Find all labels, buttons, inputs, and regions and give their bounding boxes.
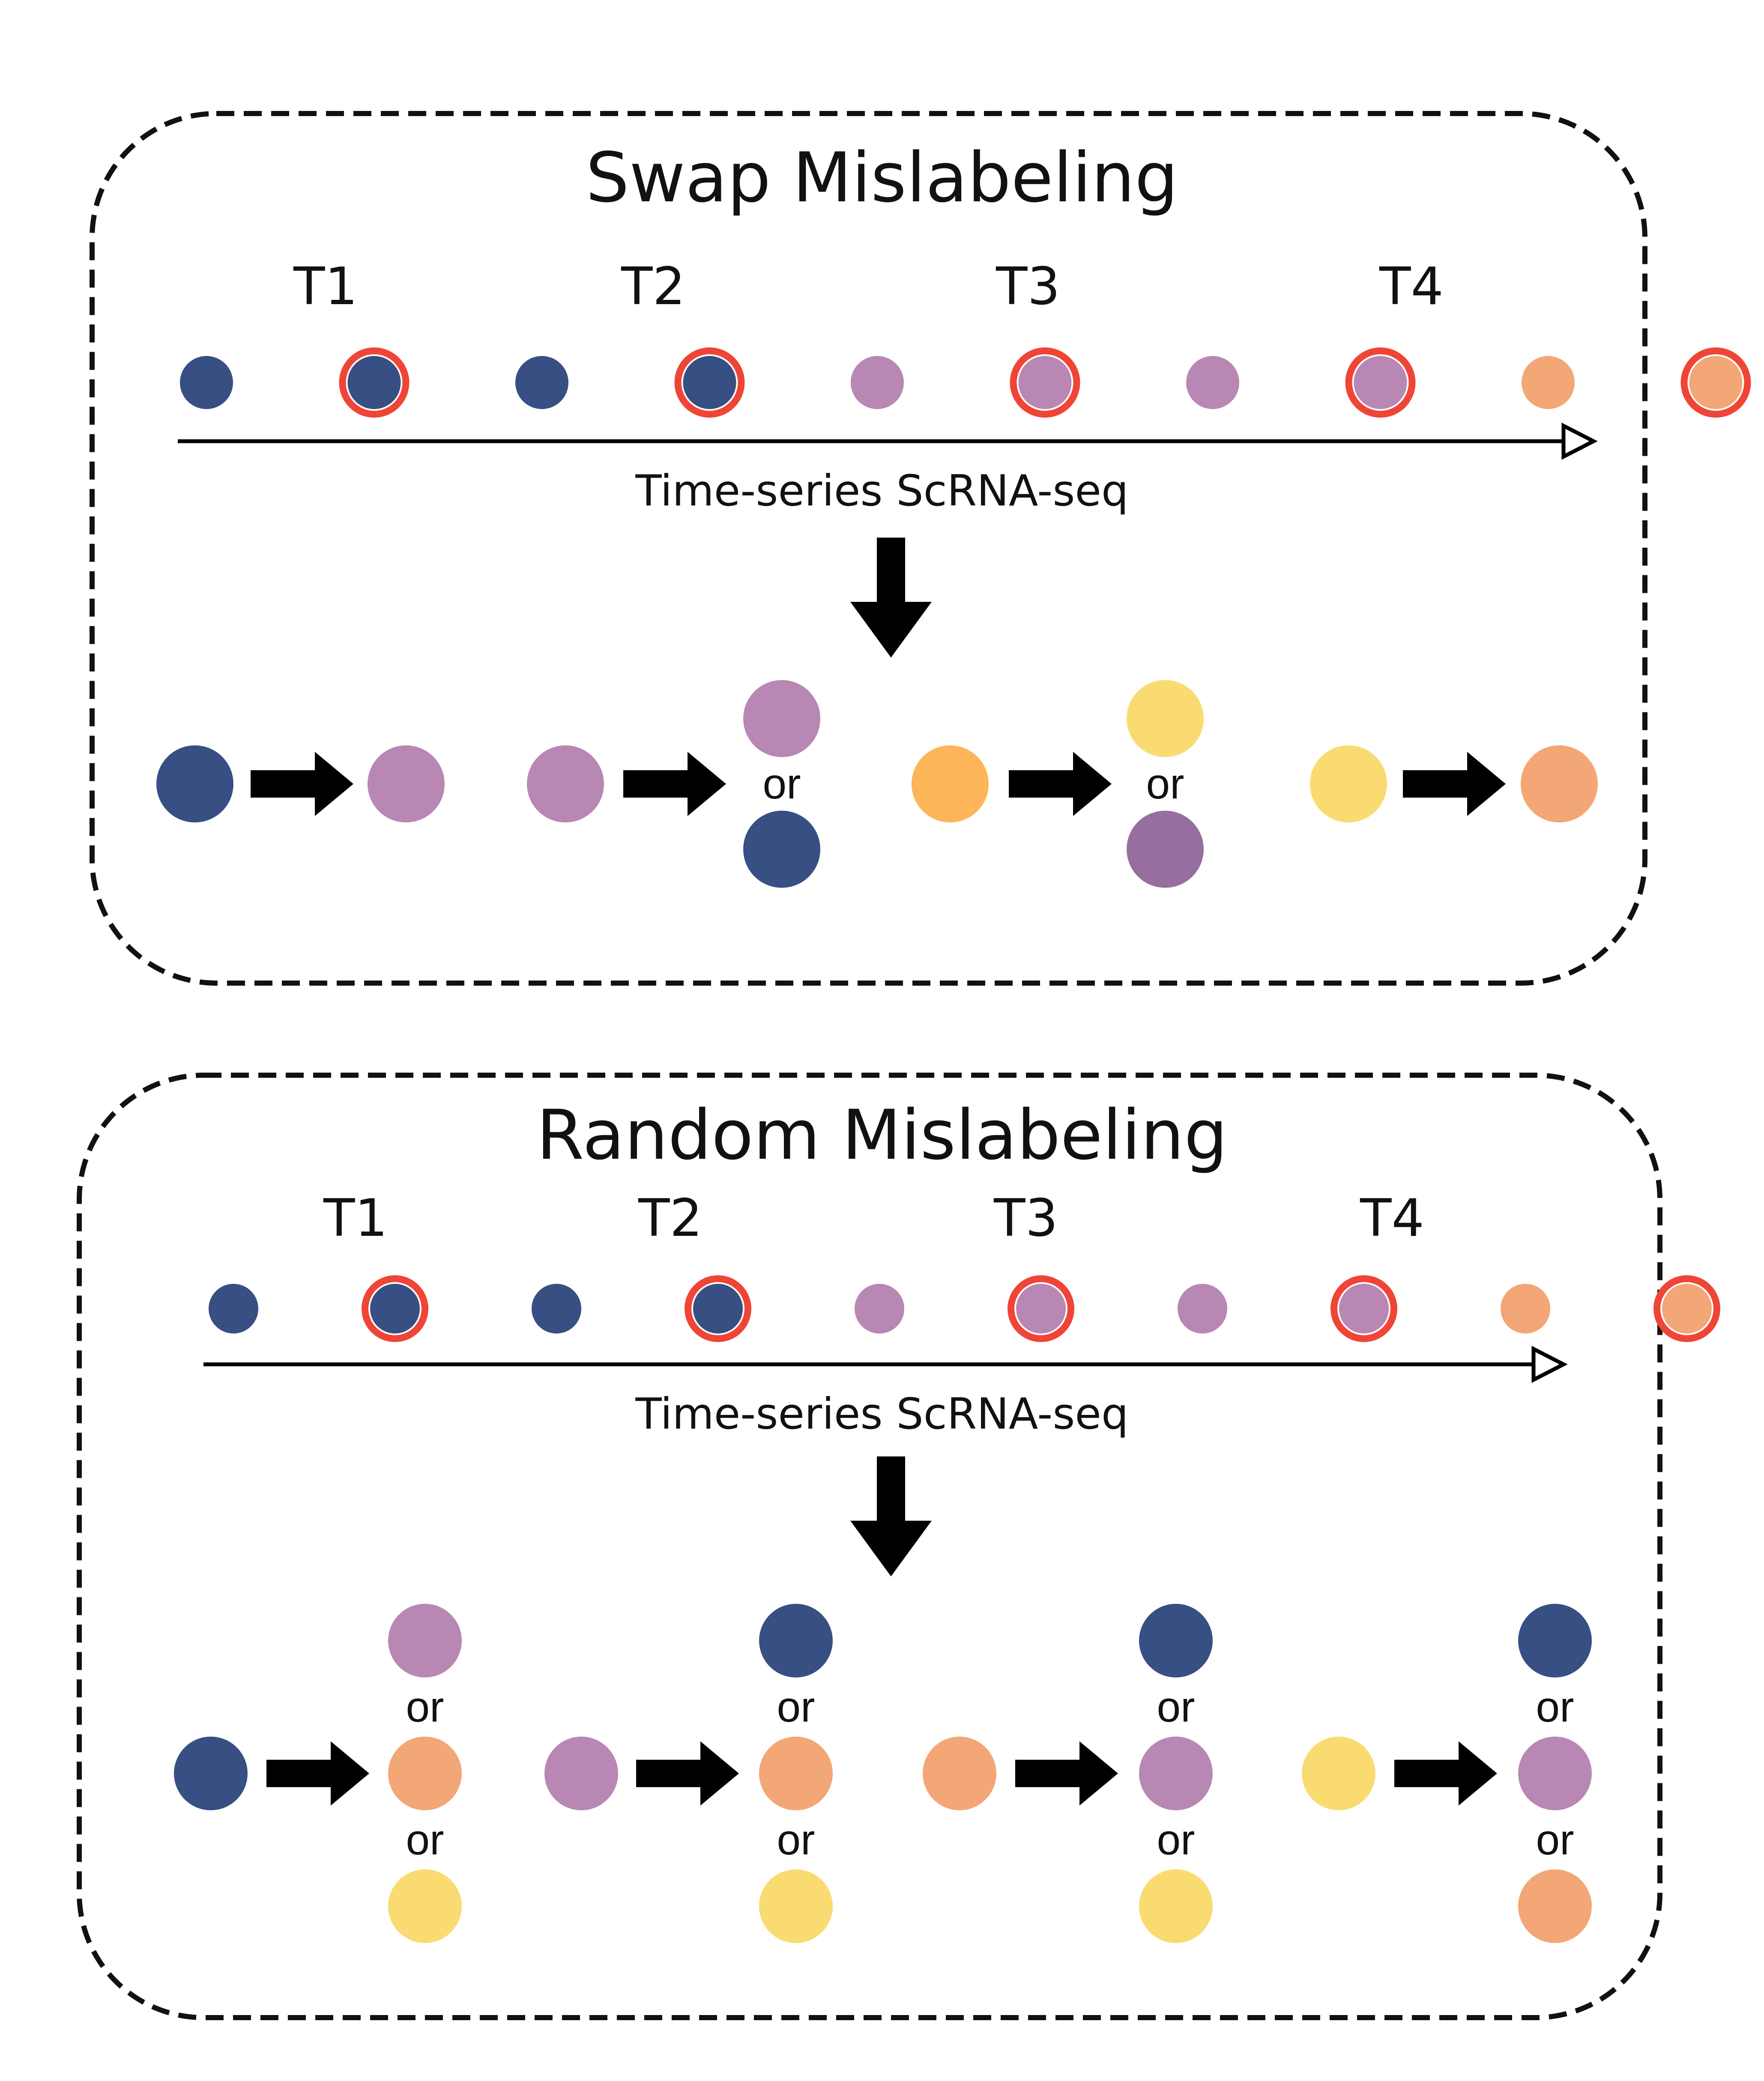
source-cell [174, 1737, 248, 1810]
axis-caption: Time-series ScRNA-seq [635, 466, 1129, 516]
source-cell [156, 745, 233, 822]
transition-arrow-icon [1394, 1741, 1497, 1806]
time-label-t4: T4 [1379, 257, 1444, 317]
panel-title: Random Mislabeling [536, 1095, 1228, 1175]
target-cell [388, 1604, 462, 1677]
target-cell [759, 1869, 833, 1943]
panel-frame [77, 1073, 1662, 2020]
cell [1186, 356, 1239, 409]
source-cell [527, 745, 604, 822]
or-label: or [777, 1683, 815, 1731]
or-label: or [763, 760, 801, 808]
or-label: or [1536, 1816, 1574, 1864]
target-cell [388, 1869, 462, 1943]
or-label: or [1536, 1683, 1574, 1731]
time-label-t3: T3 [993, 1189, 1058, 1248]
cell [180, 356, 233, 409]
or-label: or [1157, 1683, 1195, 1731]
cell [1178, 1284, 1227, 1334]
time-label-t4: T4 [1360, 1189, 1424, 1248]
time-axis-arrowhead-icon [1531, 1345, 1568, 1383]
time-label-t2: T2 [638, 1189, 703, 1248]
target-cell [1139, 1737, 1213, 1810]
target-cell [368, 745, 445, 822]
time-label-t1: T1 [293, 257, 358, 317]
or-label: or [1157, 1816, 1195, 1864]
target-cell [1127, 680, 1204, 757]
cell [855, 1284, 904, 1334]
process-down-arrow-icon [850, 538, 932, 658]
mislabeled-cell [347, 356, 401, 409]
time-label-t1: T1 [323, 1189, 388, 1248]
mislabeled-cell [1354, 356, 1407, 409]
transition-arrow-icon [636, 1741, 739, 1806]
target-cell [743, 810, 820, 888]
process-down-arrow-icon [850, 1456, 932, 1576]
mislabeled-cell [1689, 356, 1743, 409]
target-cell [1518, 1869, 1592, 1943]
transition-arrow-icon [251, 752, 353, 816]
source-cell [912, 745, 989, 822]
mislabeled-cell [1016, 1284, 1066, 1334]
or-label: or [406, 1816, 444, 1864]
target-cell [388, 1737, 462, 1810]
panel-frame [90, 111, 1647, 986]
mislabeled-cell [693, 1284, 743, 1334]
target-cell [1139, 1604, 1213, 1677]
cell [1501, 1284, 1550, 1334]
target-cell [759, 1604, 833, 1677]
mislabeled-cell [683, 356, 736, 409]
or-label: or [777, 1816, 815, 1864]
transition-arrow-icon [1015, 1741, 1118, 1806]
cell [532, 1284, 581, 1334]
mislabeled-cell [1662, 1284, 1712, 1334]
cell [515, 356, 568, 409]
cell [851, 356, 904, 409]
mislabeled-cell [1018, 356, 1072, 409]
source-cell [1310, 745, 1387, 822]
or-label: or [406, 1683, 444, 1731]
time-label-t3: T3 [996, 257, 1060, 317]
mislabeled-cell [1339, 1284, 1389, 1334]
source-cell [544, 1737, 618, 1810]
transition-arrow-icon [1009, 752, 1112, 816]
transition-arrow-icon [1403, 752, 1506, 816]
panel-title: Swap Mislabeling [586, 138, 1178, 218]
time-label-t2: T2 [621, 257, 685, 317]
transition-arrow-icon [266, 1741, 369, 1806]
source-cell [1302, 1737, 1375, 1810]
target-cell [1127, 810, 1204, 888]
time-axis-arrowhead-icon [1561, 422, 1598, 460]
source-cell [923, 1737, 996, 1810]
cell [209, 1284, 258, 1334]
transition-arrow-icon [623, 752, 726, 816]
target-cell [1521, 745, 1598, 822]
target-cell [1518, 1604, 1592, 1677]
axis-caption: Time-series ScRNA-seq [635, 1389, 1129, 1439]
or-label: or [1146, 760, 1184, 808]
target-cell [743, 680, 820, 757]
target-cell [1518, 1737, 1592, 1810]
cell [1522, 356, 1575, 409]
mislabeled-cell [370, 1284, 420, 1334]
target-cell [1139, 1869, 1213, 1943]
target-cell [759, 1737, 833, 1810]
